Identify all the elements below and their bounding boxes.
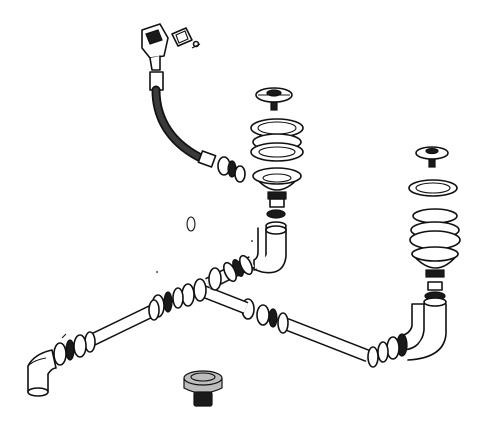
basket-left	[250, 118, 304, 208]
tee-pipe	[151, 254, 255, 318]
left-outlet-elbow	[253, 209, 287, 274]
stray-marks	[156, 240, 253, 273]
overflow-gasket	[171, 27, 193, 47]
outlet-elbow	[27, 333, 67, 397]
overflow-head	[141, 23, 169, 71]
small-ring	[186, 216, 196, 232]
long-pipe-right	[241, 298, 379, 368]
strainer-plug-right	[415, 146, 449, 168]
basket-right	[408, 179, 461, 307]
screw	[191, 40, 201, 49]
strainer-plug-left	[255, 87, 293, 111]
standpipe-cap	[183, 370, 223, 407]
overflow-hose	[149, 71, 246, 183]
long-pipe-left	[53, 299, 160, 366]
right-outlet-elbow	[377, 303, 447, 363]
